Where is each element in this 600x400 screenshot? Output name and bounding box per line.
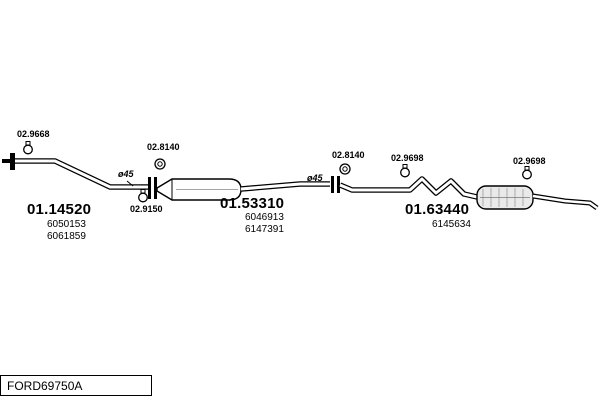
diagram-code-box: FORD69750A	[0, 375, 152, 396]
front-muffler	[156, 178, 242, 201]
rear-pipe	[338, 176, 478, 200]
part-number-centre-muffler: 01.53310	[220, 195, 285, 212]
fitting-code-clamp-front: 02.9668	[17, 129, 50, 139]
hanger-icon	[154, 158, 166, 170]
muffler-inlet-flange	[148, 177, 157, 199]
fitting-code-hanger-front: 02.8140	[147, 142, 180, 152]
fitting-code-clamp-mid: 02.9150	[130, 204, 163, 214]
diameter-label-front: ø45	[118, 169, 134, 179]
part-ref: 6145634	[432, 219, 471, 230]
fitting-code-clamp-rear: 02.9698	[391, 153, 424, 163]
diameter-label-mid: ø45	[307, 173, 323, 183]
rear-muffler	[476, 185, 534, 210]
part-number-front-pipe: 01.14520	[27, 201, 92, 218]
part-number-rear-muffler: 01.63440	[405, 201, 470, 218]
clamp-icon	[400, 164, 410, 178]
clamp-icon	[23, 141, 33, 155]
diameter-leader-front	[126, 180, 134, 187]
part-ref: 6050153	[47, 219, 86, 230]
front-pipe	[15, 158, 151, 190]
mid-pipe	[240, 181, 330, 192]
hanger-icon	[339, 163, 351, 175]
clamp-icon	[522, 166, 532, 180]
part-ref: 6147391	[245, 224, 284, 235]
front-flange	[10, 153, 15, 170]
clamp-icon	[138, 189, 148, 203]
fitting-code-hanger-rear: 02.8140	[332, 150, 365, 160]
part-ref: 6061859	[47, 231, 86, 242]
tail-pipe	[532, 193, 599, 211]
part-ref: 6046913	[245, 212, 284, 223]
diagram-code: FORD69750A	[7, 378, 83, 393]
mid-flange	[331, 176, 340, 193]
fitting-code-clamp-tail: 02.9698	[513, 156, 546, 166]
